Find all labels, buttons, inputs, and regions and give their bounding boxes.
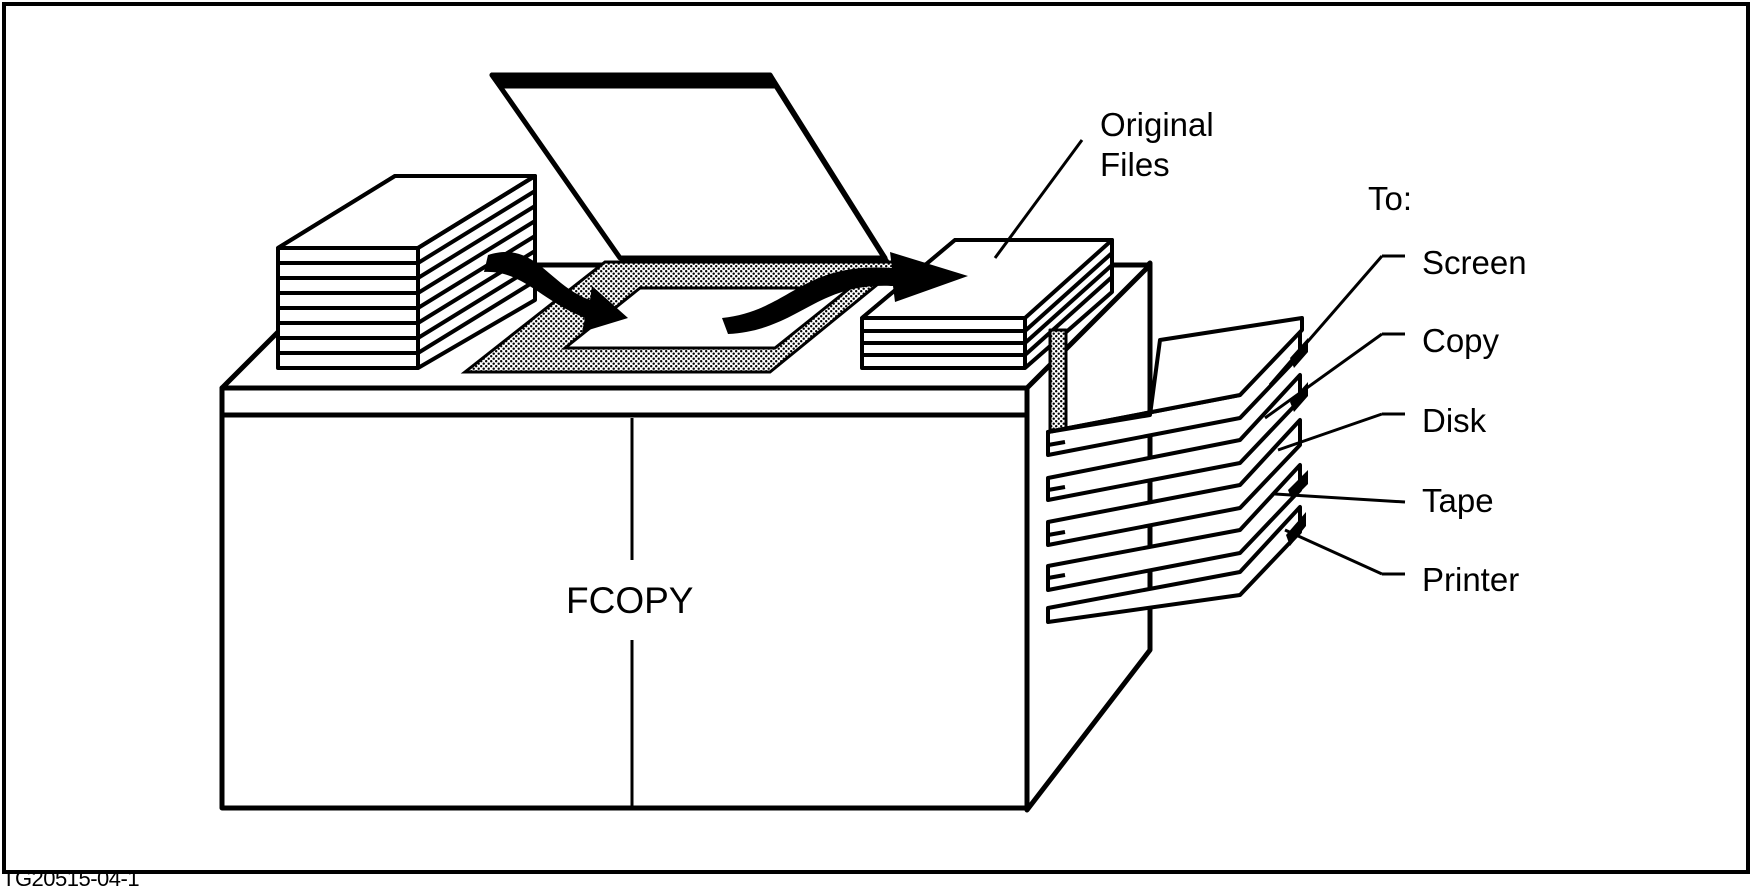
copier-lid (489, 72, 890, 264)
flow-arrow-out (722, 252, 968, 334)
destination-screen: Screen (1422, 244, 1527, 281)
original-files-label: Original (1100, 106, 1214, 143)
figure-frame (2, 2, 1750, 874)
machine-label: FCOPY (566, 580, 693, 621)
original-stack-left (276, 174, 537, 370)
leader-lines (993, 139, 1406, 576)
destination-copy: Copy (1422, 322, 1500, 359)
destinations-header: To: (1368, 180, 1412, 217)
original-files-label: Files (1100, 146, 1170, 183)
flow-arrow-in (484, 251, 628, 332)
destination-tape: Tape (1422, 482, 1494, 519)
destination-printer: Printer (1422, 561, 1519, 598)
figure-id: TG20515-04-1 (2, 866, 140, 891)
destination-disk: Disk (1422, 402, 1487, 439)
